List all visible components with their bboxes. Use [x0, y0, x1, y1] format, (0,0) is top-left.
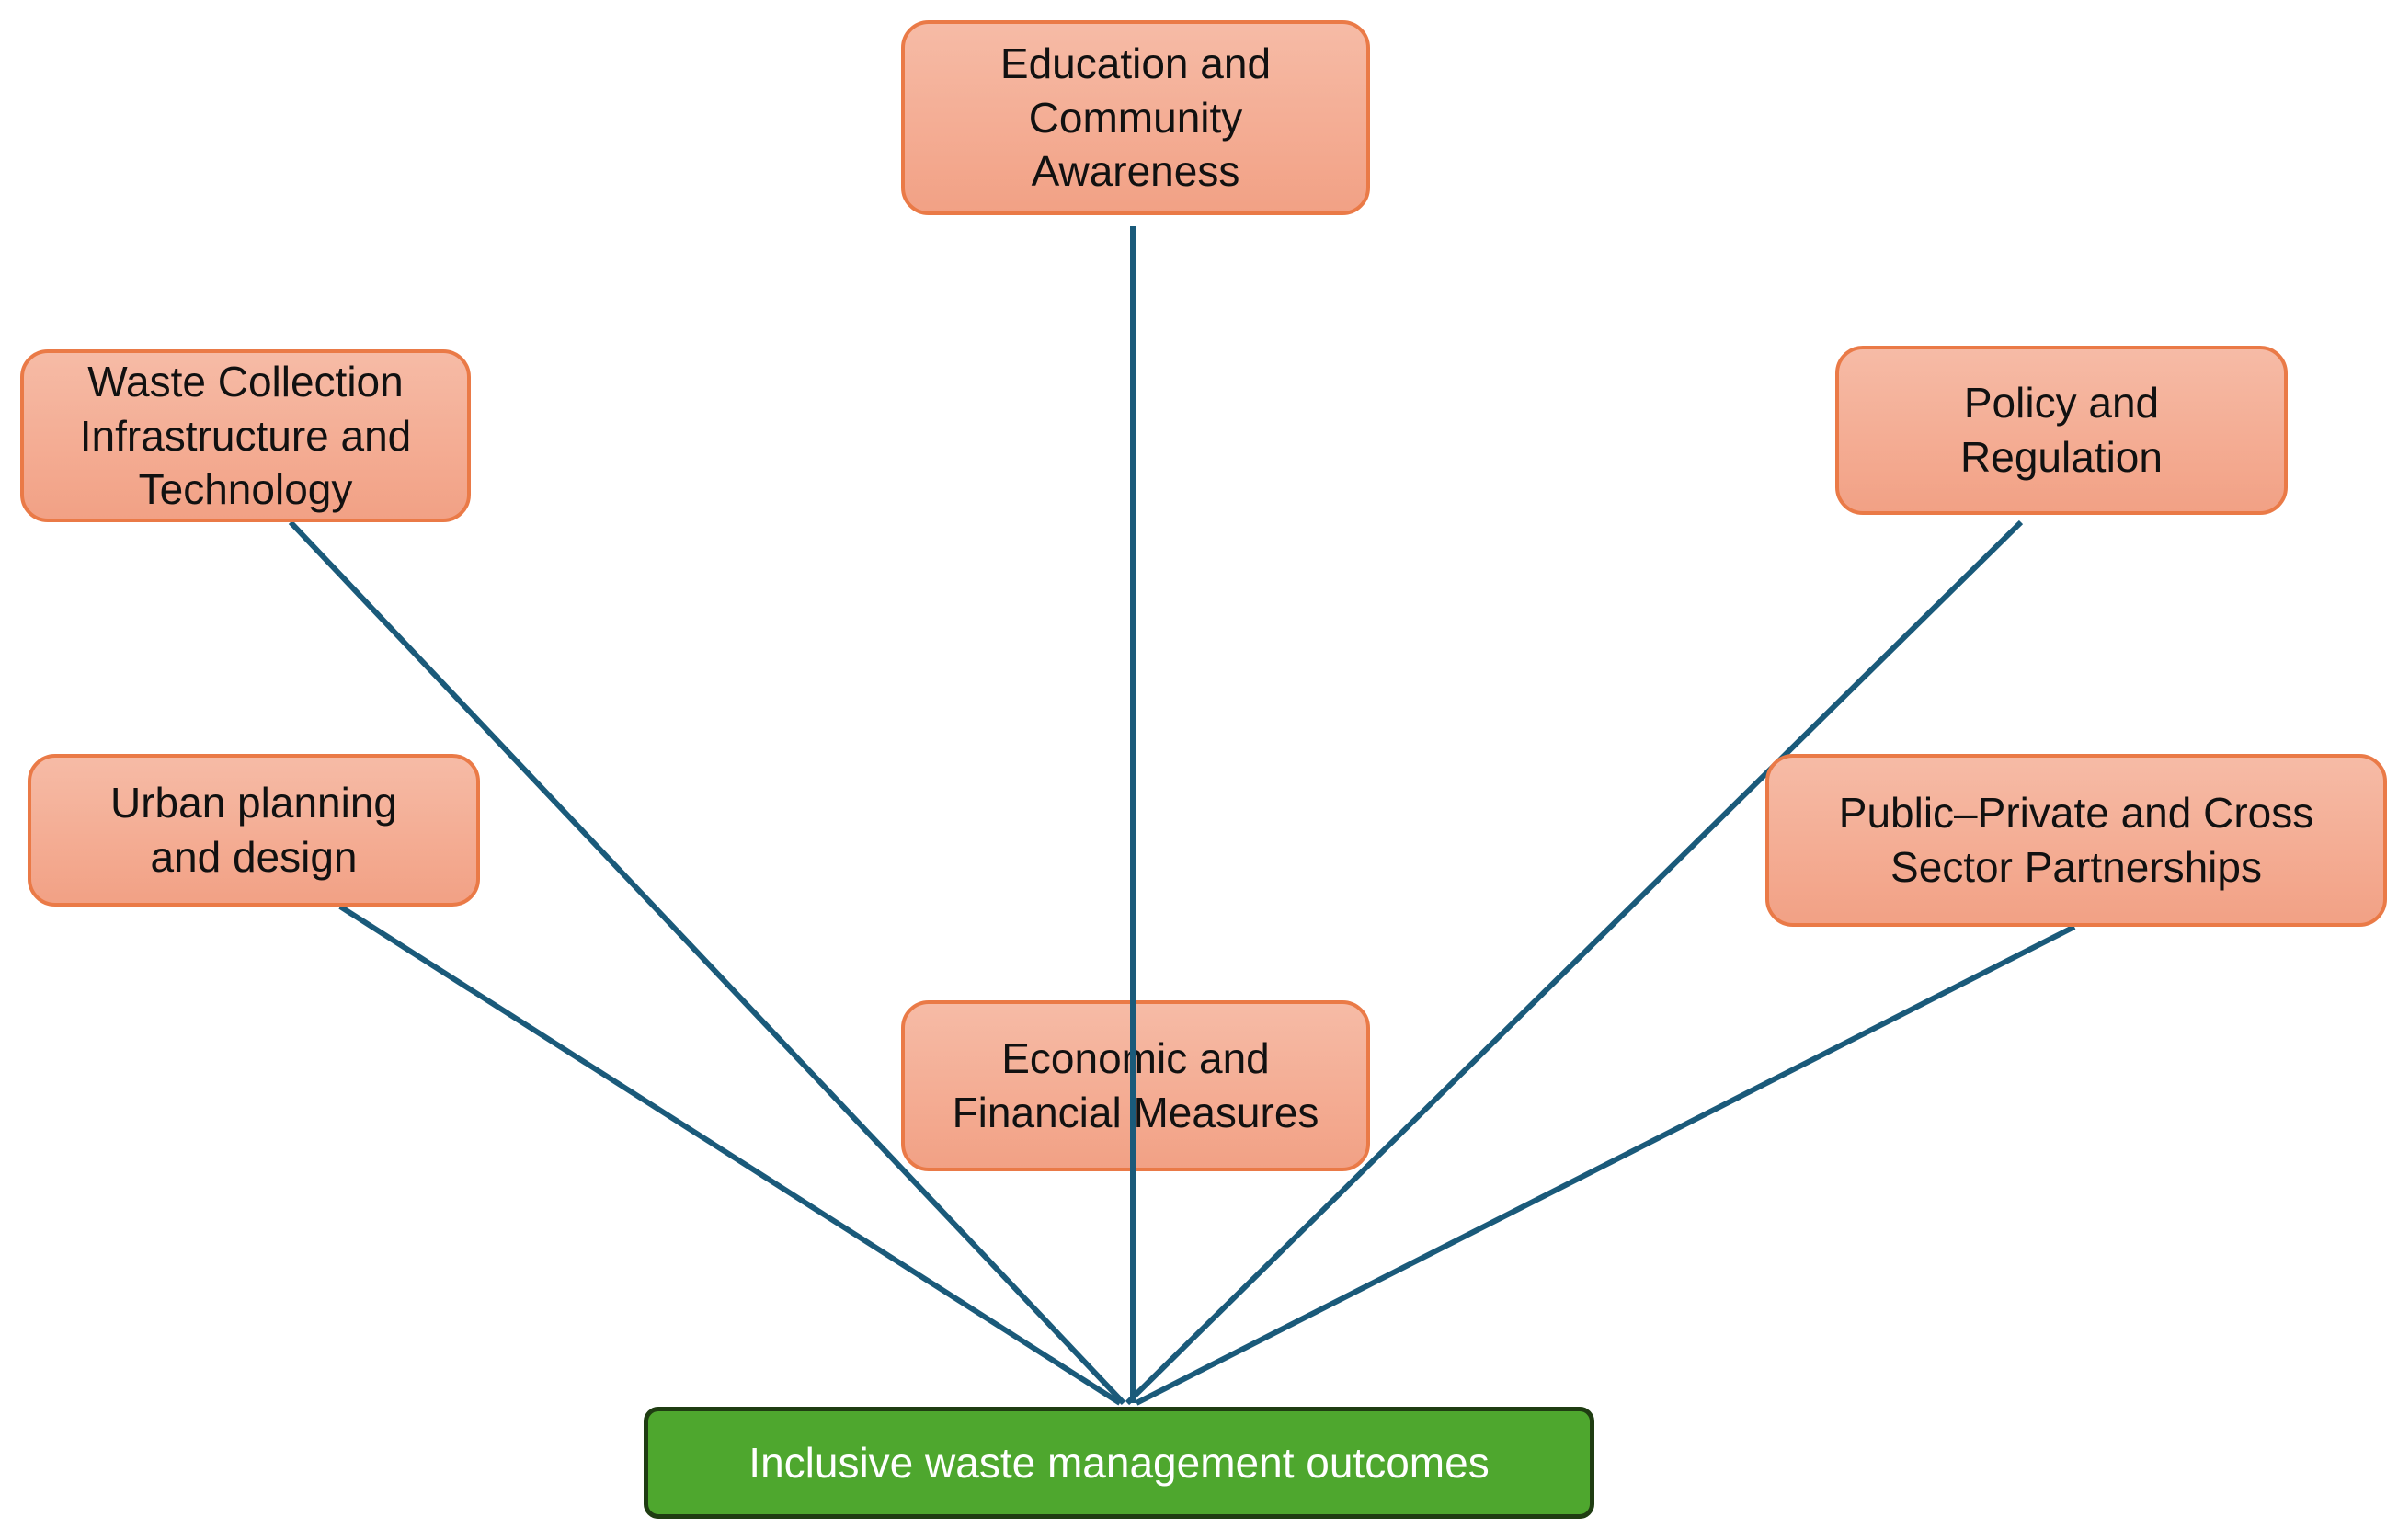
factor-label: Education and Community Awareness [999, 39, 1272, 196]
factor-node-urban-planning: Urban planning and design [28, 754, 480, 907]
outcome-node: Inclusive waste management outcomes [644, 1407, 1594, 1519]
outcome-label: Inclusive waste management outcomes [748, 1439, 1490, 1487]
factor-label: Policy and Regulation [1960, 379, 2163, 481]
factor-node-waste-collection: Waste Collection Infrastructure and Tech… [20, 349, 471, 522]
factor-node-partnerships: Public–Private and Cross Sector Partners… [1765, 754, 2387, 927]
factor-label: Waste Collection Infrastructure and Tech… [79, 357, 412, 514]
connector-public [1135, 924, 2076, 1406]
factor-label: Urban planning and design [109, 779, 397, 881]
factor-label: Public–Private and Cross Sector Partners… [1838, 789, 2314, 891]
connector-urban [338, 904, 1122, 1406]
factor-node-policy: Policy and Regulation [1835, 346, 2288, 515]
connector-policy [1125, 519, 2024, 1406]
connector-waste [288, 519, 1126, 1406]
factor-label: Economic and Financial Measures [952, 1034, 1319, 1136]
factor-node-education: Education and Community Awareness [901, 20, 1370, 215]
